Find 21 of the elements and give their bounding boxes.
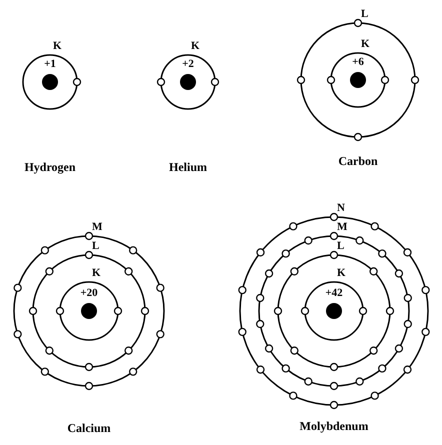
shell-label: K — [191, 40, 200, 52]
shell-label: K — [337, 267, 346, 279]
nuclear-charge: +42 — [325, 287, 343, 299]
shell-label: K — [92, 267, 101, 279]
element-name: Hydrogen — [24, 160, 76, 174]
nuclear-charge: +20 — [80, 287, 98, 299]
element-name: Molybdenum — [300, 419, 368, 433]
shell-label: K — [361, 38, 370, 50]
shell-label: M — [92, 221, 102, 233]
element-name: Carbon — [338, 154, 378, 168]
shell-label: K — [53, 40, 62, 52]
element-name: Calcium — [67, 421, 111, 435]
shell-label: N — [337, 202, 345, 214]
nuclear-charge: +6 — [352, 56, 364, 68]
shell-label: L — [92, 240, 100, 252]
nuclear-charge: +2 — [182, 58, 194, 70]
shell-label: M — [337, 221, 348, 233]
element-name: Helium — [169, 160, 207, 174]
nuclear-charge: +1 — [44, 58, 56, 70]
shell-label: L — [361, 8, 368, 20]
shell-label: L — [337, 240, 344, 252]
